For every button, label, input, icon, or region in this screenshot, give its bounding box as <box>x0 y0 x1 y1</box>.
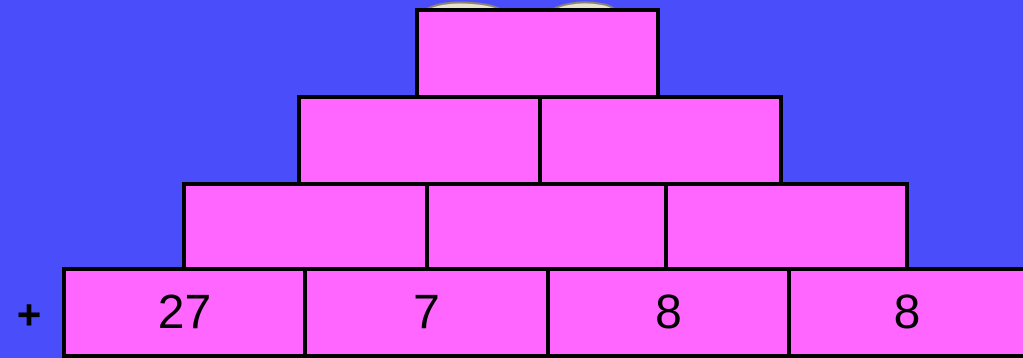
pyramid-top-brick[interactable] <box>415 8 660 100</box>
pyramid-base-brick-2: 7 <box>303 267 550 358</box>
pyramid-row2-brick-1[interactable] <box>182 182 429 273</box>
pyramid-base-brick-1: 27 <box>62 267 307 358</box>
plus-operator: + <box>9 290 49 340</box>
pyramid-base-brick-3: 8 <box>546 267 791 358</box>
pyramid-row2-brick-2[interactable] <box>425 182 668 273</box>
pyramid-row3-left-brick[interactable] <box>297 95 542 186</box>
pyramid-row2-brick-3[interactable] <box>664 182 909 273</box>
pyramid-base-brick-4: 8 <box>787 267 1023 358</box>
pyramid-row3-right-brick[interactable] <box>538 95 783 186</box>
